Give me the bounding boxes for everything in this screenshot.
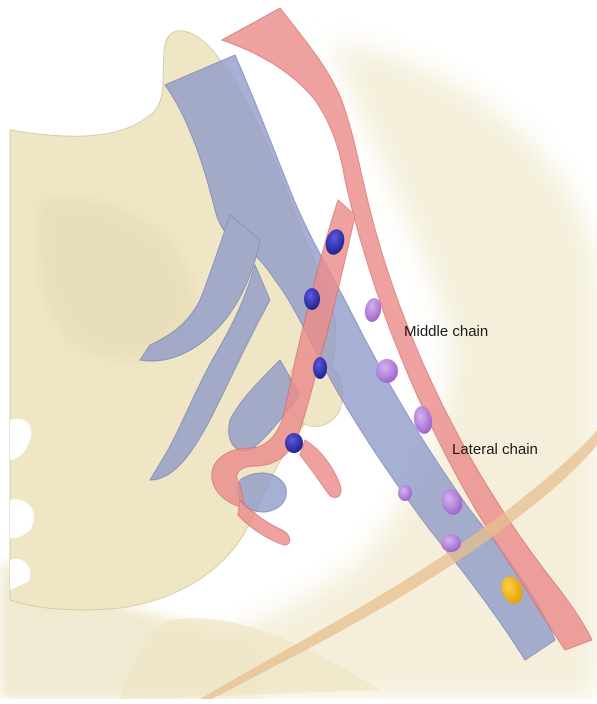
lymph-node-middle [313,357,327,379]
lymph-node-lateral [398,485,412,501]
lymph-node-lateral [376,359,398,383]
lateral-chain-label: Lateral chain [452,441,538,458]
lymph-node-middle [304,288,320,310]
lymph-node-lateral [441,534,461,552]
lymph-node-middle [285,433,303,453]
middle-chain-label: Middle chain [404,323,488,340]
